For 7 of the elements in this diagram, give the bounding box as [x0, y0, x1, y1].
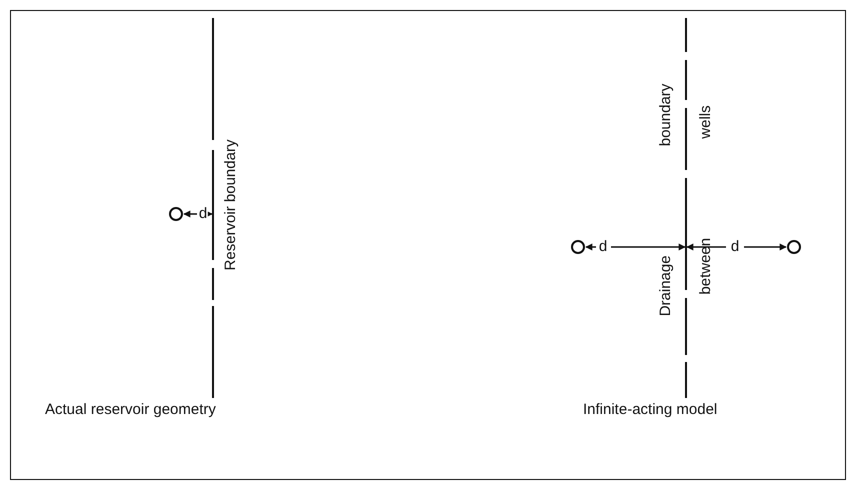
well-symbol: [169, 207, 183, 221]
well-symbol: [787, 240, 801, 254]
panel-caption: Actual reservoir geometry: [45, 402, 216, 418]
boundary-label: between wells: [698, 105, 714, 295]
well-symbol: [571, 240, 585, 254]
boundary-label: Drainage boundary: [658, 84, 674, 316]
boundary-label: Reservoir boundary: [223, 140, 239, 270]
